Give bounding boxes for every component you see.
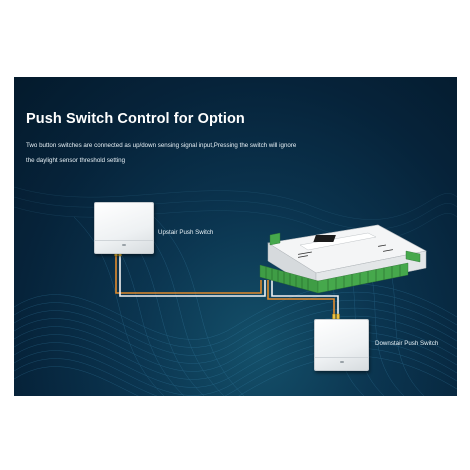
description-line: Two button switches are connected as up/… (26, 142, 297, 149)
product-banner: Push Switch Control for Option Two butto… (14, 77, 457, 396)
wiring (114, 250, 340, 320)
wave-background (14, 186, 457, 396)
downstair-switch-label: Downstair Push Switch (375, 340, 439, 347)
page-title: Push Switch Control for Option (26, 111, 245, 127)
description: Two button switches are connected as up/… (26, 138, 386, 168)
upstair-push-switch-icon (94, 202, 154, 254)
description-line: the daylight sensor threshold setting (26, 157, 126, 164)
downstair-push-switch-icon (314, 319, 369, 371)
upstair-switch-label: Upstair Push Switch (158, 229, 214, 236)
controller-device-icon (259, 224, 427, 294)
